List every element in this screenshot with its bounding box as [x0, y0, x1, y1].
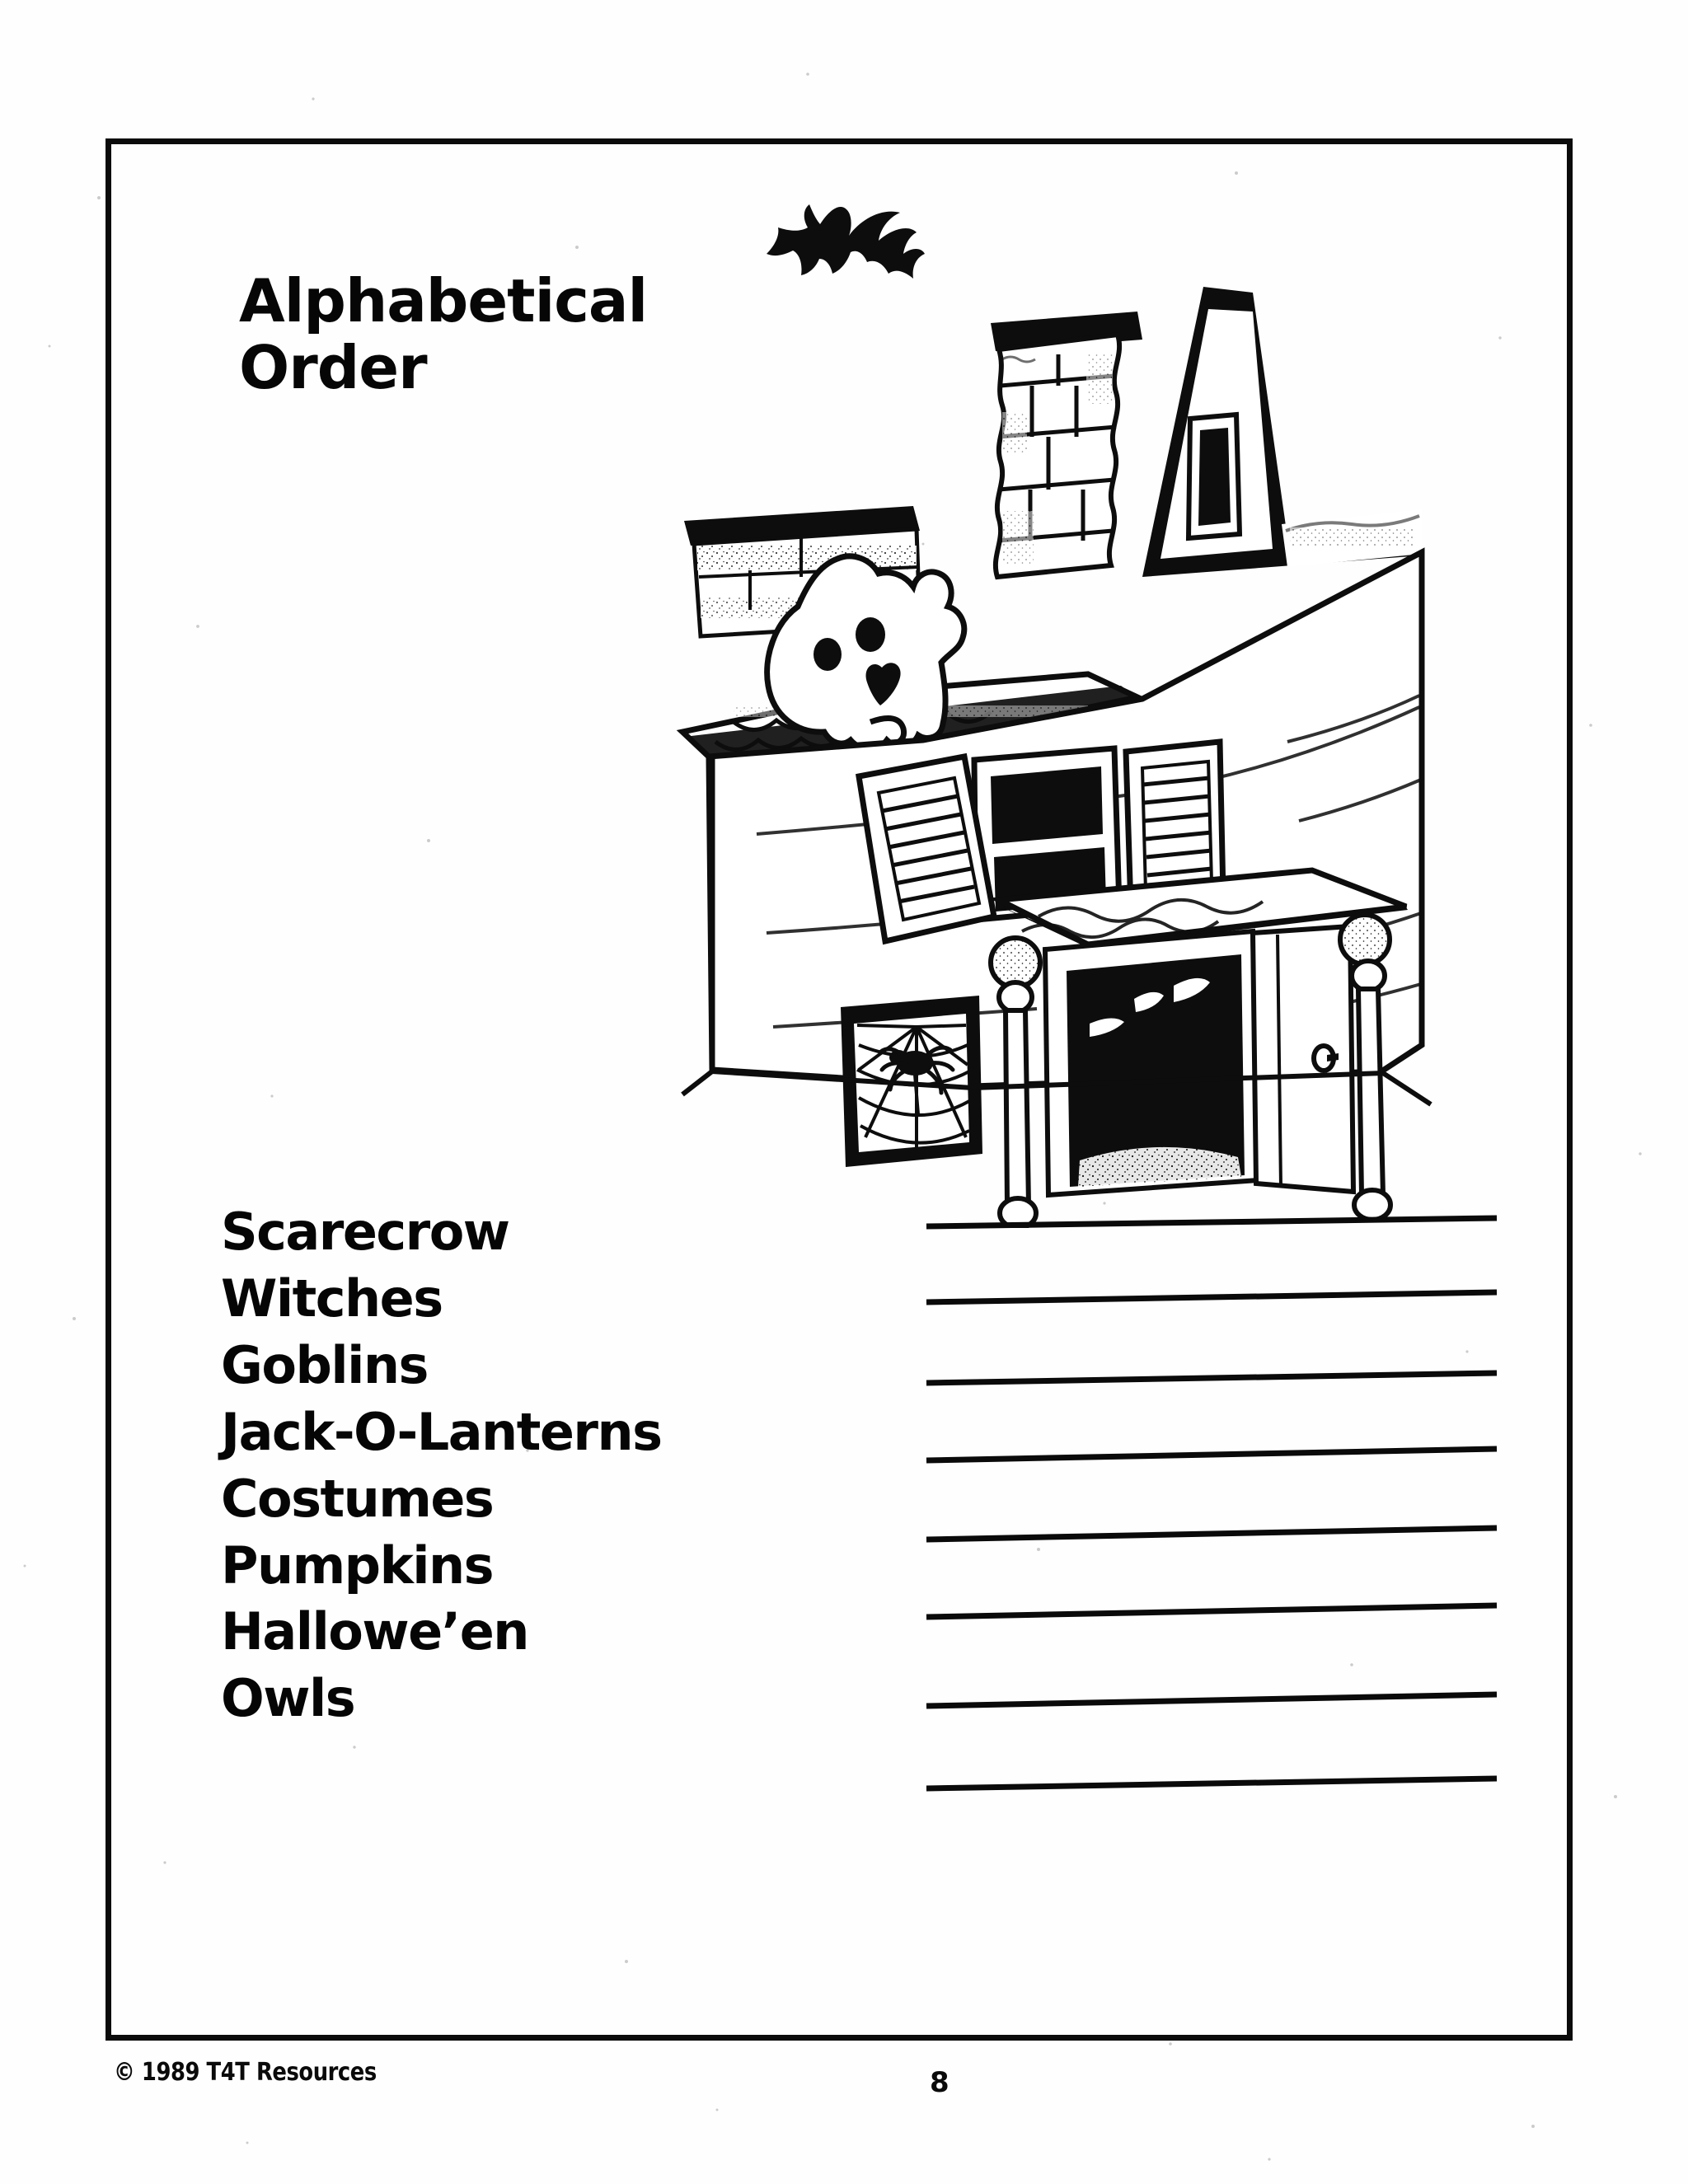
list-item: Witches: [221, 1268, 443, 1329]
list-item: Pumpkins: [221, 1535, 495, 1596]
answer-line[interactable]: [926, 1446, 1498, 1464]
bat-icon: [767, 204, 925, 279]
spiderweb-window: [841, 996, 982, 1167]
answer-line[interactable]: [926, 1215, 1498, 1230]
page-title-line-1: Alphabetical: [239, 266, 648, 335]
page-number: 8: [930, 2066, 950, 2099]
list-item: Jack-O-Lanterns: [221, 1401, 663, 1462]
page-border: [106, 138, 1573, 2041]
haunted-house-illustration: [676, 165, 1434, 1228]
answer-line[interactable]: [926, 1289, 1498, 1305]
word-list: Scarecrow Witches Goblins Jack-O-Lantern…: [221, 1199, 814, 1732]
shuttered-window: [856, 738, 1226, 945]
spider: [879, 1045, 955, 1115]
list-item: Goblins: [221, 1334, 429, 1395]
answer-line[interactable]: [926, 1691, 1498, 1709]
brick-chimney: [991, 312, 1142, 580]
answer-line[interactable]: [926, 1775, 1498, 1792]
porch-column-right: [1338, 912, 1393, 1222]
door-knob: [1311, 1043, 1339, 1073]
right-shutter: [1123, 738, 1226, 912]
answer-line[interactable]: [926, 1602, 1498, 1620]
doorway: [988, 912, 1393, 1228]
page-title-line-2: Order: [239, 332, 428, 402]
list-item: Scarecrow: [221, 1202, 510, 1262]
left-shutter: [856, 752, 998, 945]
porch-roof: [988, 867, 1408, 948]
ground-line: [681, 1068, 1432, 1107]
answer-line[interactable]: [926, 1370, 1498, 1386]
copyright-notice: © 1989 T4T Resources: [114, 2058, 377, 2087]
page-title: Alphabetical Order: [239, 268, 750, 401]
ghost: [764, 553, 968, 752]
answer-line[interactable]: [926, 1525, 1498, 1543]
list-item: Owls: [221, 1668, 356, 1729]
list-item: Costumes: [221, 1468, 495, 1529]
glowing-eyes: [1090, 977, 1210, 1037]
answer-lines[interactable]: [923, 1212, 1500, 1863]
house-roof: [1142, 287, 1422, 577]
list-item: Hallowe’en: [221, 1601, 529, 1662]
porch-column-left: [988, 935, 1043, 1228]
